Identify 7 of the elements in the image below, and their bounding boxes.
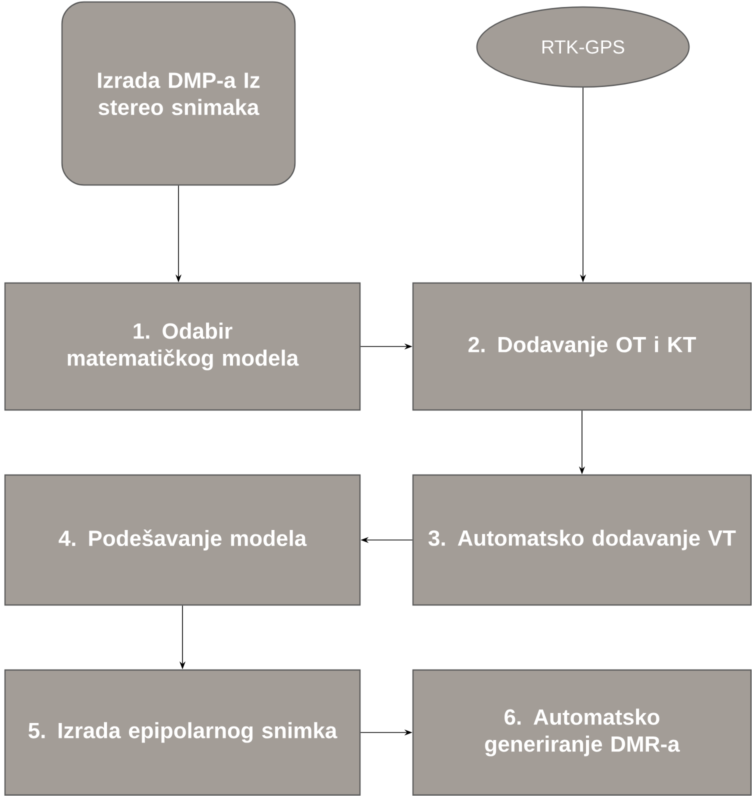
process-box: 6. Automatsko generiranje DMR-a bbox=[412, 669, 752, 796]
process-box: 5. Izrada epipolarnog snimka bbox=[4, 669, 361, 796]
start-box: Izrada DMP-a Iz stereo snimaka bbox=[61, 1, 296, 186]
process-box: 2. Dodavanje OT i KT bbox=[412, 282, 752, 411]
process-box: 1. Odabir matematičkog modela bbox=[4, 282, 361, 411]
process-box: 4. Podešavanje modela bbox=[4, 474, 361, 606]
process-box: 3. Automatsko dodavanje VT bbox=[412, 474, 752, 606]
